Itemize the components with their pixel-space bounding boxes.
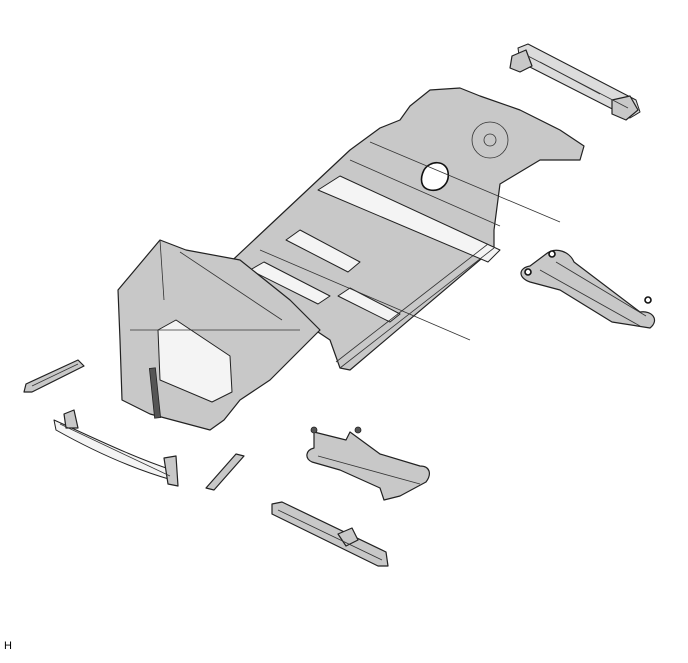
front-suspension-rear-crossmember [271,501,389,567]
front-upper-crossmember [23,359,85,393]
radiator-support-brace [205,453,245,491]
radiator-support [148,367,162,419]
rear-suspension-member [520,249,655,329]
figure-label: H [4,640,12,652]
rear-bumper-reinforcement [509,43,641,121]
front-bumper-reinforcement [53,409,179,487]
front-body-structure [117,239,321,431]
front-suspension-crossmember [306,426,430,501]
underbody-floor-assembly [221,87,585,371]
